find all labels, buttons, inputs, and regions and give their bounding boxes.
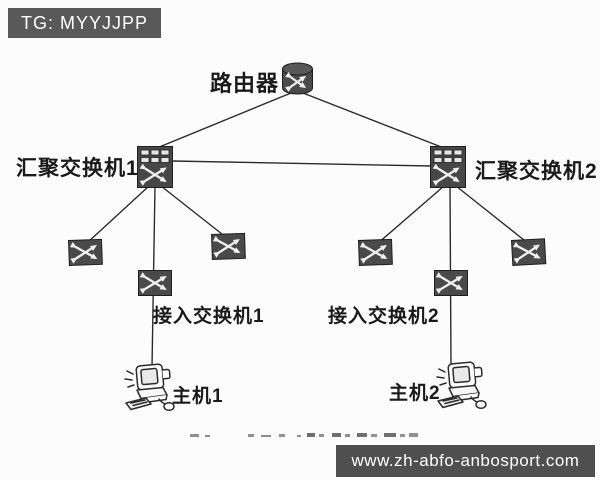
host-2-desktop-computer-icon: [436, 360, 487, 410]
edge-switch-2-icon: [212, 233, 246, 259]
link-router-agg1: [151, 92, 292, 151]
link-agg1-agg2-trunk: [171, 160, 433, 167]
telegram-badge: TG: MYYJJPP: [8, 8, 162, 38]
aggregation-switch-2-icon: [431, 147, 466, 188]
link-agg2-edge3: [376, 185, 445, 245]
host-1-desktop-computer-icon: [124, 362, 175, 412]
edge-switch-1-icon: [69, 239, 103, 265]
router-cylinder-icon: [283, 63, 313, 94]
access-switch-1-label: 接入交换机1: [153, 306, 265, 327]
website-watermark: www.zh-abfo-anbosport.com: [336, 445, 595, 477]
access-switch-2-label: 接入交换机2: [328, 306, 440, 327]
edge-switch-3-icon: [359, 239, 393, 265]
link-agg1-edge2: [160, 185, 228, 239]
access-switch-2-icon: [435, 271, 468, 296]
aggregation-switch-1-icon: [138, 147, 173, 188]
router-label: 路由器: [210, 71, 280, 96]
edge-switch-4-icon: [512, 239, 546, 266]
agg-switch-2-label: 汇聚交换机2: [475, 160, 598, 183]
agg-switch-1-label: 汇聚交换机1: [16, 157, 139, 180]
host-1-label: 主机1: [172, 386, 224, 407]
link-agg1-edge1: [86, 185, 150, 244]
access-switch-1-icon: [139, 271, 172, 296]
link-router-agg2: [302, 92, 450, 151]
link-agg2-edge4: [455, 185, 530, 245]
clipped-caption-marks: [190, 433, 418, 437]
host-2-label: 主机2: [389, 383, 441, 404]
